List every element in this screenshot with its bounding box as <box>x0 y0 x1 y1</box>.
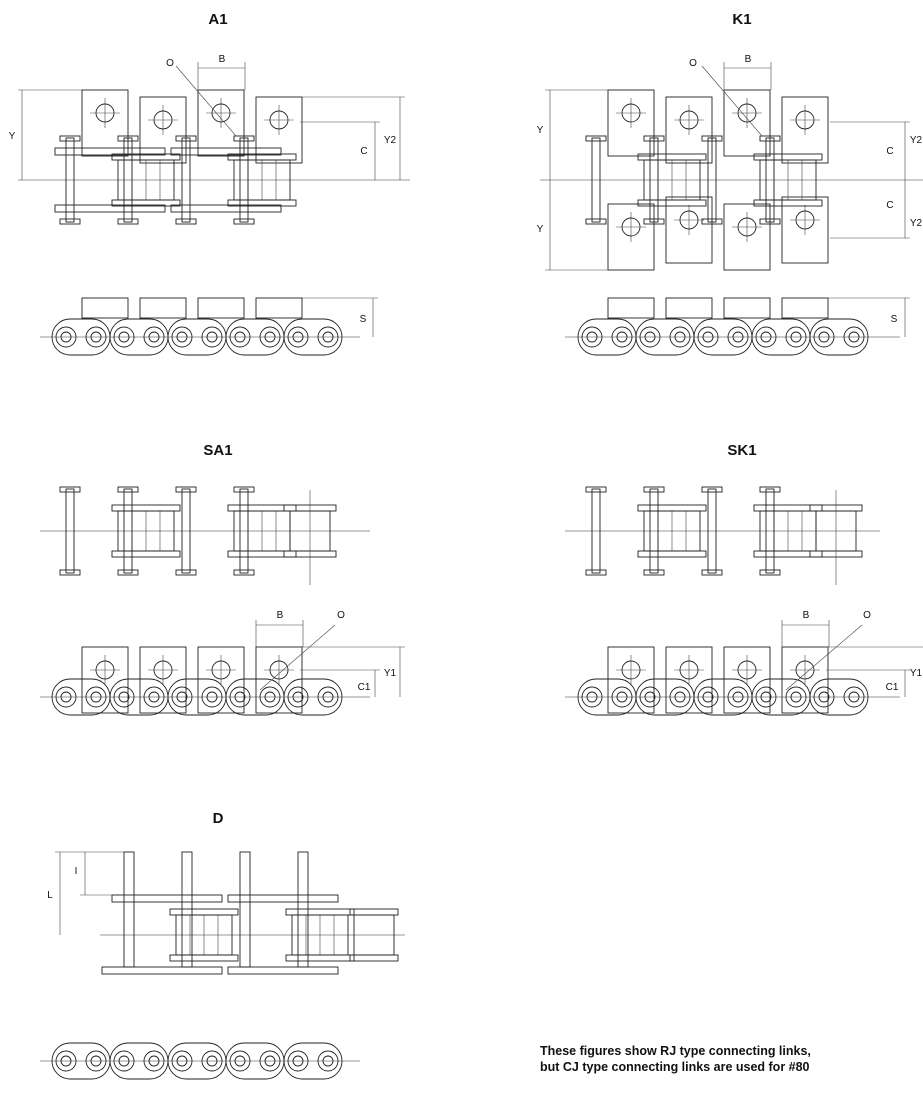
a1-label-o: O <box>166 58 174 69</box>
figure-d: D L I <box>40 810 405 1080</box>
k1-label-c-bottom: C <box>886 200 893 211</box>
sa1-label-b: B <box>277 610 284 621</box>
sk1-label-y1: Y1 <box>910 668 923 679</box>
k1-label-y-top: Y <box>537 125 544 136</box>
figure-sa1: SA1 <box>40 442 405 716</box>
k1-label-o: O <box>689 58 697 69</box>
title-sk1: SK1 <box>727 442 756 459</box>
d-label-i: I <box>75 866 78 877</box>
a1-label-y2: Y2 <box>384 135 397 146</box>
figure-sk1: SK1 <box>565 442 923 716</box>
k1-top-view: B O Y Y C C Y2 Y2 <box>537 54 923 271</box>
a1-label-c: C <box>360 146 367 157</box>
figure-k1: K1 B O <box>537 11 923 356</box>
k1-label-c-top: C <box>886 146 893 157</box>
sa1-top-view <box>40 486 370 585</box>
sk1-label-o: O <box>863 610 871 621</box>
k1-label-y2-bottom: Y2 <box>910 218 923 229</box>
title-sa1: SA1 <box>203 442 232 459</box>
a1-label-s: S <box>360 314 367 325</box>
sk1-label-b: B <box>803 610 810 621</box>
sk1-side-view: B O C1 Y1 <box>565 610 923 716</box>
note-line-1: These figures show RJ type connecting li… <box>540 1044 811 1058</box>
k1-label-y-bottom: Y <box>537 224 544 235</box>
k1-label-b: B <box>745 54 752 65</box>
d-side-view <box>40 1042 360 1080</box>
title-d: D <box>213 810 224 827</box>
title-a1: A1 <box>208 11 227 28</box>
a1-label-y: Y <box>9 131 16 142</box>
sk1-top-view <box>565 486 880 585</box>
d-top-view: L I <box>47 851 405 975</box>
k1-label-s: S <box>891 314 898 325</box>
k1-side-view: S <box>565 297 910 356</box>
sa1-label-o: O <box>337 610 345 621</box>
connecting-link-note: These figures show RJ type connecting li… <box>540 1043 923 1075</box>
a1-top-view: B O Y C Y2 <box>9 54 410 225</box>
a1-label-b: B <box>219 54 226 65</box>
figure-a1: A1 <box>9 11 410 356</box>
sk1-label-c1: C1 <box>886 682 899 693</box>
d-label-l: L <box>47 890 53 901</box>
title-k1: K1 <box>732 11 751 28</box>
note-line-2: but CJ type connecting links are used fo… <box>540 1060 810 1074</box>
k1-label-y2-top: Y2 <box>910 135 923 146</box>
sa1-label-y1: Y1 <box>384 668 397 679</box>
sa1-side-view: B O C1 Y1 <box>40 610 405 716</box>
sa1-label-c1: C1 <box>358 682 371 693</box>
a1-side-view: S <box>40 297 378 356</box>
